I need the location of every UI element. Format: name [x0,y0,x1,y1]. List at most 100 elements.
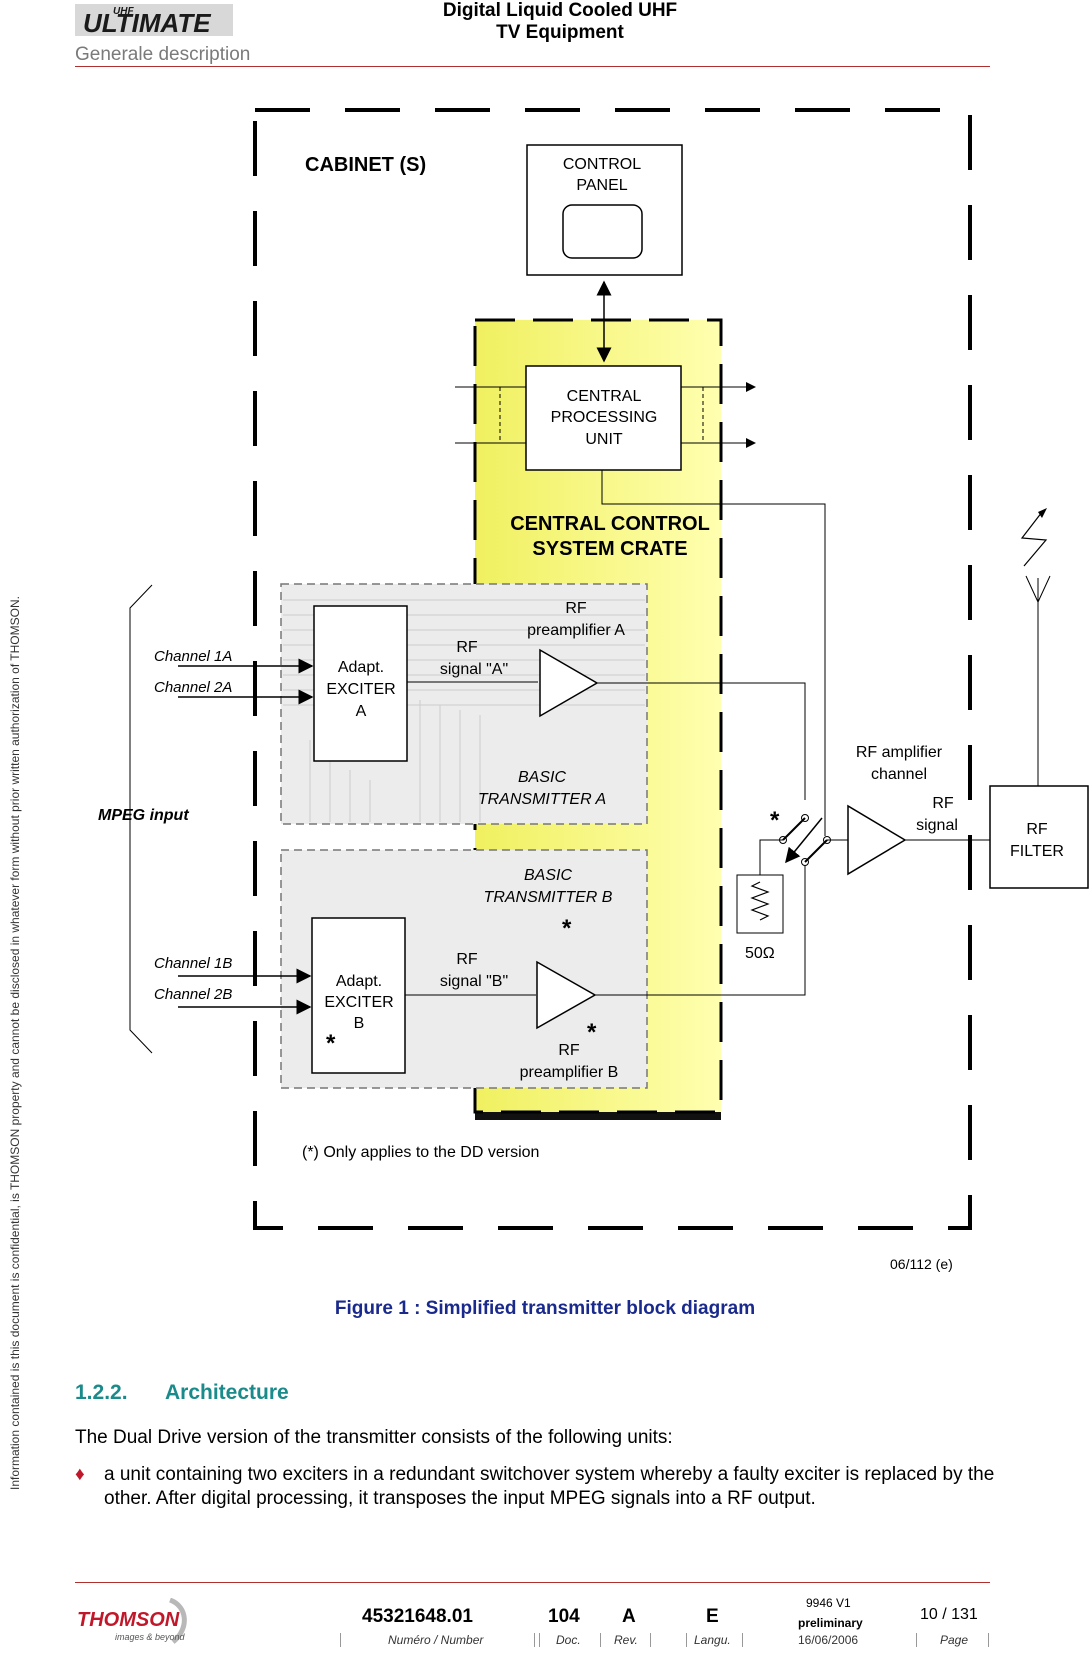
exciter-b-label-1: Adapt. [336,973,382,990]
logo-super: UHF [113,6,134,17]
body-paragraph: The Dual Drive version of the transmitte… [75,1427,673,1448]
footer-date: 16/06/2006 [798,1633,859,1647]
mpeg-input-label: MPEG input [98,807,189,824]
antenna-head [1025,575,1051,604]
footer-separator [539,1633,540,1647]
rf-signal-out-1: RF [932,795,954,812]
channel-1b-label: Channel 1B [154,955,232,972]
rf-signal-a-1: RF [456,639,478,656]
load-resistor [750,881,770,921]
transmitter-block-diagram: CABINET (S) CENTRAL CONTROL SYSTEM CRATE… [98,108,1089,1230]
cpu-label-2: PROCESSING [551,409,658,426]
basic-a-label-2: TRANSMITTER A [478,791,606,808]
rf-signal-b-2: signal "B" [440,973,508,990]
basic-b-label-2: TRANSMITTER B [484,889,613,906]
load-box [736,874,784,934]
rf-amp-channel-2: channel [871,766,927,783]
preamp-a-triangle [539,648,599,718]
footer-label-doc: Doc. [556,1633,581,1647]
preamp-b-2: preamplifier B [520,1064,619,1081]
thomson-brand: THOMSON [77,1609,180,1631]
cabinet-label: CABINET (S) [305,154,426,176]
footer-separator [340,1633,341,1647]
footer-separator [686,1633,687,1647]
antenna-lightning-icon [1020,511,1048,567]
cabinet-outline [253,108,972,1230]
load-line [759,839,783,885]
rf-filter-label-1: RF [1026,821,1048,838]
exciter-a-label-1: Adapt. [338,659,384,676]
switch-actuator [785,817,823,864]
channel-2b-label: Channel 2B [154,986,232,1003]
load-label: 50Ω [745,945,775,962]
crate-label-2: SYSTEM CRATE [532,538,687,560]
exciter-b-label-2: EXCITER [324,994,393,1011]
document-title: Digital Liquid Cooled UHF TV Equipment [400,0,720,44]
asterisk-preamp-b: * [587,1019,597,1046]
cpu-label-3: UNIT [585,431,623,448]
footer-version: 9946 V1 [806,1596,851,1610]
footer-separator [534,1633,535,1647]
mpeg-input-brace [129,584,153,1054]
preamp-a-out-line [597,682,806,800]
footer-separator [650,1633,651,1647]
rf-filter-label-2: FILTER [1010,843,1064,860]
logo-text: ULTIMATE [83,8,211,38]
preamp-b-out-line [595,862,806,996]
preamp-b-triangle [536,960,597,1030]
section-number: 1.2.2. [75,1381,128,1404]
cpu-box [525,365,682,471]
switch-blade-1 [782,817,806,841]
footer-doc: 104 [548,1606,580,1627]
footer-label-number: Numéro / Number [388,1633,484,1647]
control-panel-label-1: CONTROL [563,156,641,173]
header-rule [75,66,990,67]
rf-amp-channel-1: RF amplifier [856,744,943,761]
asterisk-switch: * [770,807,780,834]
title-line-2: TV Equipment [496,22,624,43]
footer-label-rev: Rev. [614,1633,638,1647]
exciter-a-label-2: EXCITER [326,681,395,698]
figure-caption: Figure 1 : Simplified transmitter block … [334,1298,756,1319]
crate-label-1: CENTRAL CONTROL [510,513,710,535]
ultimate-logo: ULTIMATE UHF [75,0,233,38]
channel-2a-label: Channel 2A [154,679,232,696]
footer-separator [600,1633,601,1647]
preamp-a-2: preamplifier A [527,622,625,639]
switch-blade-2 [804,839,828,863]
basic-a-label-1: BASIC [518,769,566,786]
bullet-diamond-icon: ♦ [75,1464,85,1485]
footer-status: preliminary [798,1616,863,1630]
rf-signal-out-2: signal [916,817,958,834]
footer-label-langu: Langu. [694,1633,731,1647]
thomson-tagline: images & beyond [115,1632,186,1642]
footer-separator [742,1633,743,1647]
exciter-b-box [311,917,406,1074]
diagram-footnote: (*) Only applies to the DD version [302,1144,539,1161]
footer-langu: E [706,1606,719,1627]
exciter-a-box [313,605,408,762]
control-panel-label-2: PANEL [576,177,627,194]
basic-b-label-1: BASIC [524,867,572,884]
cpu-label-1: CENTRAL [567,388,642,405]
channel-1a-label: Channel 1A [154,648,232,665]
bullet-text: a unit containing two exciters in a redu… [104,1464,995,1509]
footer-doc-number: 45321648.01 [362,1606,473,1627]
preamp-b-1: RF [558,1042,580,1059]
antenna-lightning-tip [1038,508,1047,518]
footer-separator [988,1633,989,1647]
footer-rule [75,1582,990,1583]
footer-page: 10 / 131 [920,1606,978,1623]
rf-signal-a-2: signal "A" [440,661,508,678]
exciter-a-label-3: A [356,703,367,720]
rf-signal-b-1: RF [456,951,478,968]
section-title: Architecture [165,1381,289,1404]
exciter-b-label-3: B [354,1015,365,1032]
figure-reference: 06/112 (e) [890,1256,953,1272]
thomson-logo: THOMSON images & beyond [75,1597,195,1653]
preamp-a-1: RF [565,600,587,617]
control-panel-screen [562,204,643,259]
rf-amplifier-triangle [847,804,907,876]
footer-rev: A [622,1606,636,1627]
asterisk-basic-b: * [562,915,572,942]
